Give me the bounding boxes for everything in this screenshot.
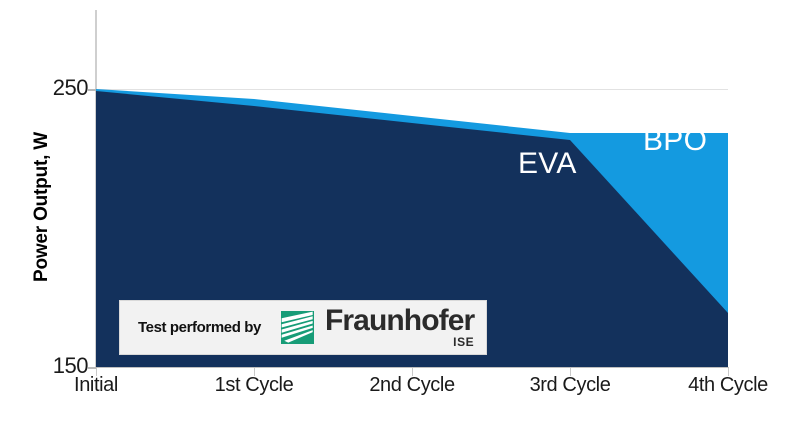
y-tick-mark-150 <box>88 367 97 369</box>
y-tick-mark-250 <box>88 89 97 91</box>
x-tick-mark-initial <box>96 368 97 376</box>
eva-series-label: EVA <box>518 147 577 180</box>
credit-text: Test performed by <box>138 319 261 336</box>
fraunhofer-institute: ISE <box>453 335 475 350</box>
x-tick-label-1st-cycle: 1st Cycle <box>214 374 294 396</box>
test-credit-box: Test performed by Fraunhofer ISE <box>119 300 487 355</box>
x-tick-label-initial: Initial <box>74 374 118 396</box>
x-tick-mark-4th-cycle <box>728 368 729 376</box>
fraunhofer-wordmark: Fraunhofer ISE <box>324 303 475 350</box>
plot-area <box>96 89 728 367</box>
x-axis-line <box>96 367 729 368</box>
eva-area-series <box>96 91 728 367</box>
fraunhofer-logo-icon <box>280 311 314 344</box>
x-tick-mark-3rd-cycle <box>570 368 571 376</box>
bpo-series-label: BPO <box>643 124 708 157</box>
x-tick-mark-1st-cycle <box>254 368 255 376</box>
y-tick-label-250: 250 <box>52 75 89 100</box>
fraunhofer-name: Fraunhofer <box>324 303 475 337</box>
x-tick-mark-2nd-cycle <box>412 368 413 376</box>
x-tick-label-3rd-cycle: 3rd Cycle <box>529 374 611 396</box>
y-tick-label-150: 150 <box>52 353 89 378</box>
x-tick-label-4th-cycle: 4th Cycle <box>688 374 768 396</box>
y-axis-title: Power Output, W <box>31 131 52 283</box>
gridline-250 <box>96 89 728 90</box>
x-tick-label-2nd-cycle: 2nd Cycle <box>369 374 455 396</box>
